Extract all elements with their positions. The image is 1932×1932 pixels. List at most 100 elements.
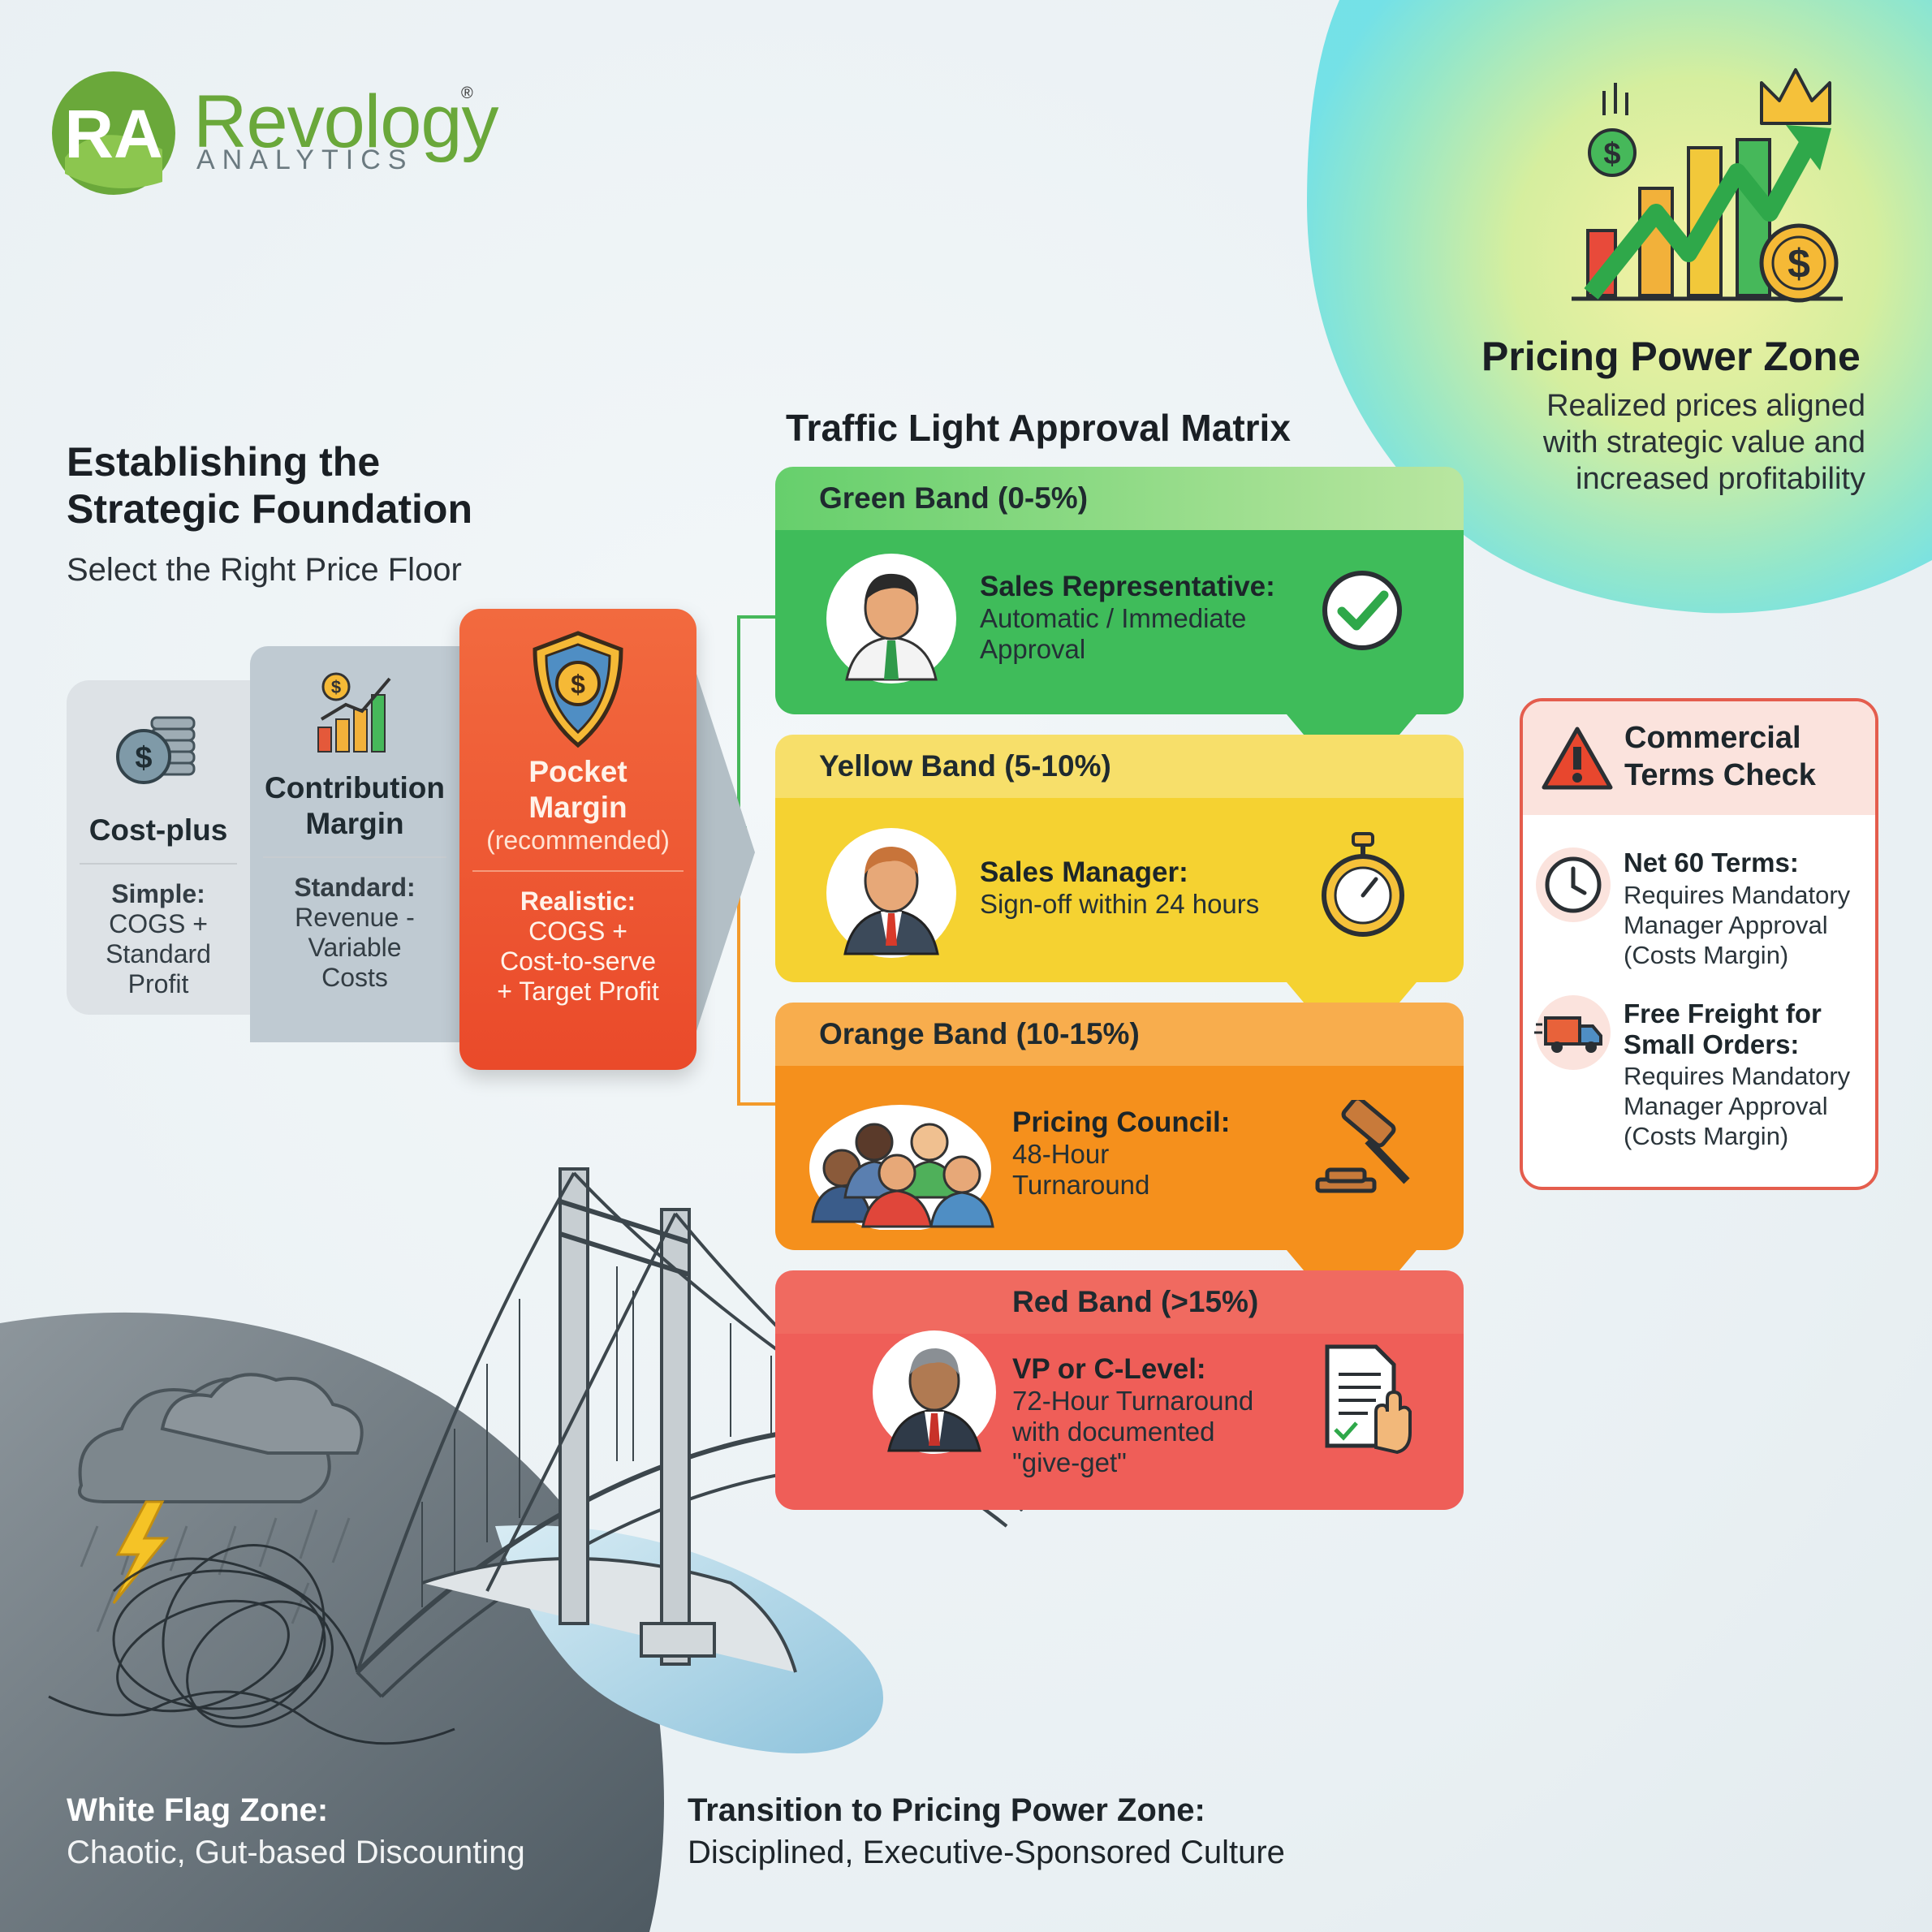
pricing-power-desc-line1: Realized prices aligned <box>1546 389 1865 423</box>
checkmark-icon <box>1322 571 1402 650</box>
card-pocket-line3: + Target Profit <box>497 977 659 1006</box>
logo-mark-text: RA <box>64 96 162 172</box>
red-band-header <box>775 1270 1464 1334</box>
logo-subtitle: ANALYTICS <box>196 144 414 175</box>
card-pocket-line2: Cost-to-serve <box>499 947 657 976</box>
card-contribution-margin[interactable]: $ Contribution Margin Standard: Revenue … <box>250 646 459 1042</box>
matrix-title: Traffic Light Approval Matrix <box>786 407 1291 449</box>
sales-manager-avatar <box>826 828 956 958</box>
stopwatch-icon <box>1322 832 1404 937</box>
term-freight-desc3: (Costs Margin) <box>1624 1122 1789 1150</box>
card-pocket-name1: Pocket <box>528 755 627 788</box>
gavel-icon <box>1315 1100 1410 1193</box>
orange-band-desc2: Turnaround <box>1012 1170 1150 1200</box>
red-band-desc2: with documented <box>1012 1417 1215 1447</box>
orange-band-label: Orange Band (10-15%) <box>819 1017 1140 1050</box>
pricing-power-desc: Realized prices aligned with strategic v… <box>1461 388 1865 498</box>
growth-chart-icon: $ <box>317 672 391 753</box>
term-freight-desc2: Manager Approval <box>1624 1092 1828 1120</box>
sales-rep-avatar <box>826 554 956 684</box>
warning-icon <box>1542 727 1613 790</box>
foundation-title-line1: Establishing the <box>67 439 381 485</box>
logo-mark-icon[interactable]: RA <box>49 68 179 198</box>
pricing-power-title: Pricing Power Zone <box>1481 334 1861 379</box>
card-divider <box>263 856 446 858</box>
term-freight-title1: Free Freight for <box>1624 998 1822 1029</box>
pocket-arrow <box>696 674 755 1031</box>
card-contribution-lead: Standard: <box>294 873 416 902</box>
card-contribution-line1: Revenue - <box>295 903 415 932</box>
card-cost-plus-line3: Profit <box>127 969 189 998</box>
svg-text:$: $ <box>1603 137 1620 171</box>
red-band-label: Red Band (>15%) <box>1012 1285 1259 1318</box>
white-flag-desc: Chaotic, Gut-based Discounting <box>67 1835 525 1870</box>
orange-band-desc1: 48-Hour <box>1012 1139 1110 1169</box>
svg-text:$: $ <box>571 670 585 699</box>
pricing-power-desc-line3: increased profitability <box>1576 462 1865 496</box>
foundation-subtitle: Select the Right Price Floor <box>67 552 462 588</box>
card-cost-plus-lead: Simple: <box>111 879 205 908</box>
truck-icon <box>1534 995 1611 1070</box>
svg-text:$: $ <box>135 741 152 775</box>
card-contribution-name2: Margin <box>305 807 404 840</box>
shield-dollar-icon: $ <box>533 631 623 748</box>
red-band[interactable]: Red Band (>15%) VP or C-Level: 72-Hour T… <box>775 1270 1464 1510</box>
yellow-band-desc1: Sign-off within 24 hours <box>980 889 1260 919</box>
orange-band-header <box>775 1003 1464 1066</box>
terms-title-line2: Terms Check <box>1624 758 1816 792</box>
green-band[interactable]: Green Band (0-5%) Sales Representative: … <box>775 467 1464 714</box>
red-band-desc1: 72-Hour Turnaround <box>1012 1386 1254 1416</box>
pricing-council-group-icon <box>809 1105 994 1230</box>
card-pocket-line1: COGS + <box>528 916 627 946</box>
term-freight-title2: Small Orders: <box>1624 1029 1800 1059</box>
card-cost-plus-line1: COGS + <box>109 909 208 938</box>
card-cost-plus-line2: Standard <box>106 939 211 968</box>
red-band-desc3: "give-get" <box>1012 1447 1127 1477</box>
commercial-terms-panel[interactable]: Commercial Terms Check Net 60 Terms: Req… <box>1520 698 1878 1190</box>
term-net60-desc1: Requires Mandatory <box>1624 881 1851 909</box>
clock-icon <box>1536 847 1611 922</box>
logo-registered: ® <box>461 84 473 102</box>
tangled-scribble <box>48 1544 455 1745</box>
term-freight-desc1: Requires Mandatory <box>1624 1062 1851 1090</box>
yellow-band[interactable]: Yellow Band (5-10%) Sales Manager: Sign-… <box>775 735 1464 982</box>
green-band-header <box>775 467 1464 530</box>
card-divider <box>472 870 684 872</box>
orange-band-role: Pricing Council: <box>1012 1106 1231 1138</box>
green-band-role: Sales Representative: <box>980 571 1275 602</box>
yellow-band-header <box>775 735 1464 798</box>
card-pocket-name2: Margin <box>528 791 627 824</box>
red-band-role: VP or C-Level: <box>1012 1353 1206 1385</box>
logo-name[interactable]: Revology <box>193 80 499 163</box>
yellow-band-role: Sales Manager: <box>980 856 1188 888</box>
pricing-power-zone-glow <box>1307 0 1932 614</box>
terms-title: Commercial Terms Check <box>1624 719 1816 794</box>
pricing-power-desc-line2: with strategic value and <box>1542 425 1865 459</box>
card-pocket-margin[interactable]: $ Pocket Margin (recommended) Realistic:… <box>459 609 696 1070</box>
storm-clouds <box>78 1373 364 1503</box>
white-flag-title: White Flag Zone: <box>67 1792 329 1828</box>
yellow-band-label: Yellow Band (5-10%) <box>819 749 1111 783</box>
vp-executive-avatar <box>873 1330 996 1454</box>
orange-band[interactable]: Orange Band (10-15%) Pricing Council: 48… <box>775 1003 1464 1250</box>
card-cost-plus-name: Cost-plus <box>88 813 228 847</box>
card-contribution-name1: Contribution <box>265 771 445 804</box>
green-band-desc1: Automatic / Immediate <box>980 603 1247 633</box>
document-approval-icon <box>1325 1344 1412 1455</box>
pricing-power-chart-icon: $ $ <box>1572 68 1843 303</box>
card-pocket-tag: (recommended) <box>486 826 670 855</box>
terms-title-line1: Commercial <box>1624 721 1801 755</box>
bridge-illustration <box>355 1167 1025 1698</box>
green-band-desc2: Approval <box>980 634 1086 664</box>
card-divider <box>80 863 237 865</box>
card-contribution-line2: Variable <box>308 933 402 962</box>
card-cost-plus[interactable]: $ Cost-plus Simple: COGS + Standard Prof… <box>67 680 250 1015</box>
term-net60-title: Net 60 Terms: <box>1624 847 1799 878</box>
card-pocket-lead: Realistic: <box>520 886 636 916</box>
card-contribution-line3: Costs <box>321 963 388 992</box>
foundation-title: Establishing the Strategic Foundation <box>67 438 521 533</box>
green-band-label: Green Band (0-5%) <box>819 481 1089 515</box>
svg-text:$: $ <box>331 677 341 697</box>
